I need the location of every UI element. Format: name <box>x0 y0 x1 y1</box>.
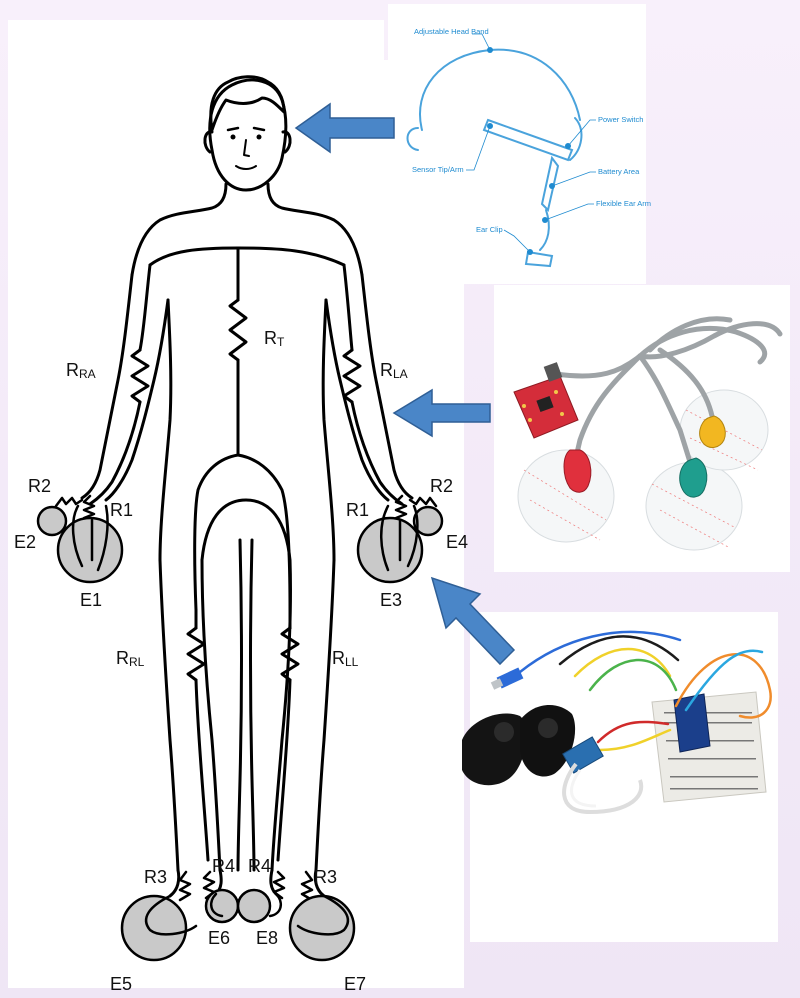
label-e2: E2 <box>14 532 36 552</box>
callout-sensor-tip: Sensor Tip/Arm <box>412 165 464 174</box>
resistor-rra <box>132 350 148 402</box>
headband-callouts: Adjustable Head Band Power Switch Sensor… <box>412 27 651 234</box>
label-rll-main: R <box>332 648 345 668</box>
label-r3-left: R3 <box>144 867 167 887</box>
label-e7: E7 <box>344 974 366 994</box>
callout-power-switch: Power Switch <box>598 115 643 124</box>
label-e4: E4 <box>446 532 468 552</box>
label-r2-right: R2 <box>430 476 453 496</box>
label-r1-left: R1 <box>110 500 133 520</box>
label-e6: E6 <box>208 928 230 948</box>
label-e1: E1 <box>80 590 102 610</box>
electrode-e3 <box>358 518 422 582</box>
label-rt-main: R <box>264 328 277 348</box>
resistor-rla <box>344 350 360 402</box>
resistor-r3-left <box>180 872 190 900</box>
label-rrl-sub: RL <box>129 655 145 669</box>
label-rra-main: R <box>66 360 79 380</box>
label-r3-right: R3 <box>314 867 337 887</box>
arduino-illustration <box>462 632 771 812</box>
label-rra-sub: RA <box>79 367 96 381</box>
label-rt-sub: T <box>277 335 285 349</box>
label-rla-sub: LA <box>393 367 408 381</box>
gsr-finger-straps <box>462 705 575 785</box>
label-e5: E5 <box>110 974 132 994</box>
label-r2-left: R2 <box>28 476 51 496</box>
callout-ear-arm: Flexible Ear Arm <box>596 199 651 208</box>
callout-battery: Battery Area <box>598 167 640 176</box>
label-rrl-main: R <box>116 648 129 668</box>
gsr-module <box>563 737 641 812</box>
resistor-rt <box>230 300 246 360</box>
resistor-r3-right <box>302 872 312 900</box>
arrow-to-head <box>296 104 394 152</box>
label-r4-left: R4 <box>212 856 235 876</box>
resistor-rrl <box>188 628 204 680</box>
arrow-to-hand <box>432 578 514 664</box>
label-r1-right: R1 <box>346 500 369 520</box>
breadboard <box>652 692 766 802</box>
electrode-e8 <box>238 890 270 922</box>
arrow-to-arm <box>394 390 490 436</box>
label-r4-right: R4 <box>248 856 271 876</box>
electrode-e2 <box>38 507 66 535</box>
ecg-sensor-illustration <box>514 319 780 550</box>
callout-head-band: Adjustable Head Band <box>414 27 489 36</box>
headband-callout-lines <box>466 34 596 252</box>
arrows <box>296 104 514 664</box>
label-e8: E8 <box>256 928 278 948</box>
callout-ear-clip: Ear Clip <box>476 225 503 234</box>
label-e3: E3 <box>380 590 402 610</box>
electrode-e1 <box>58 518 122 582</box>
label-rll-sub: LL <box>345 655 359 669</box>
human-body-outline <box>82 77 412 896</box>
label-rla-main: R <box>380 360 393 380</box>
